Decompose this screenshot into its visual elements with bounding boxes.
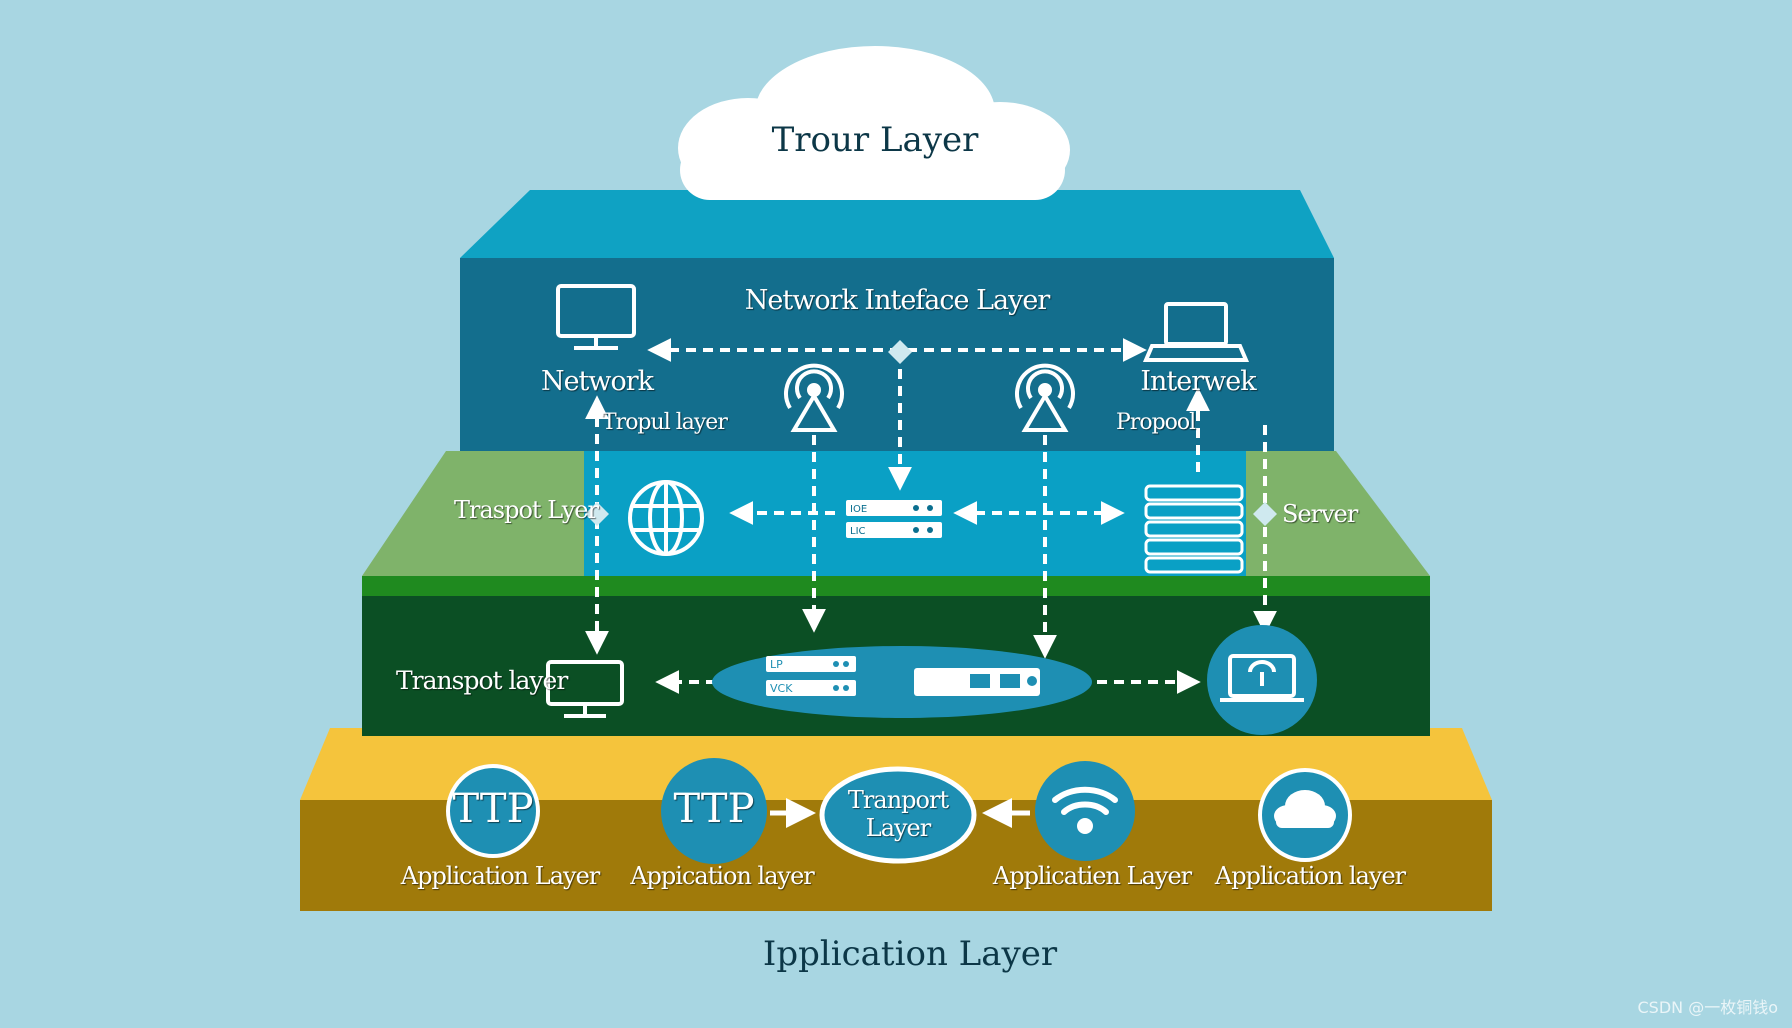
- tropul-label: Tropul layer: [602, 410, 728, 435]
- monitor-icon: [556, 284, 636, 350]
- bottom-caption: Ipplication Layer: [762, 934, 1058, 974]
- cloud-icon: [1274, 790, 1336, 828]
- antenna-icon: [1015, 363, 1075, 432]
- antenna-icon: [784, 363, 844, 432]
- top-layer-roof: [460, 190, 1334, 258]
- transport-node-text: Tranport Layer: [847, 786, 949, 842]
- app-layer-roof: [300, 728, 1492, 800]
- router-tag: LP: [770, 658, 783, 671]
- server-icon: [1144, 484, 1244, 574]
- green-layer-lip: [362, 576, 1430, 596]
- interwek-label: Interwek: [1140, 366, 1256, 397]
- router-tag: VCK: [770, 682, 793, 695]
- laptop-icon: [1220, 654, 1304, 702]
- top-layer-title: Network Inteface Layer: [744, 285, 1050, 316]
- router-icon: [766, 656, 1040, 696]
- switch-tag: IOE: [850, 504, 867, 515]
- app-node-text: TTP: [452, 786, 534, 832]
- server-label: Server: [1282, 500, 1358, 528]
- cloud-title: Trour Layer: [771, 120, 979, 160]
- app-node-text: TTP: [673, 786, 755, 832]
- app-node-circle: [1035, 761, 1135, 861]
- app-node-label: Appication layer: [630, 862, 815, 890]
- app-node-label: Application Layer: [400, 862, 600, 890]
- junction-diamond-left: [585, 502, 609, 526]
- laptop-icon: [1142, 302, 1250, 362]
- switch-icon: [846, 500, 942, 538]
- traspot-label: Traspot Lyer: [454, 496, 599, 524]
- transpot-layer-label: Transpot layer: [396, 666, 568, 695]
- app-node-label: Applicatien Layer: [992, 862, 1192, 890]
- app-node-label: Application layer: [1214, 862, 1406, 890]
- switch-tag: LIC: [850, 526, 866, 537]
- transport-node-ellipse: [819, 766, 977, 864]
- cloud-shape: [678, 46, 1070, 200]
- junction-diamond: [888, 340, 912, 364]
- monitor-icon: [546, 660, 624, 718]
- network-label: Network: [540, 366, 654, 397]
- app-node-circle: [446, 764, 540, 858]
- propool-label: Propool: [1116, 410, 1196, 435]
- app-node-circle: [661, 758, 767, 864]
- wifi-icon: [1052, 786, 1118, 834]
- watermark: CSDN @一枚铜钱o: [1637, 998, 1779, 1017]
- junction-diamond-right: [1253, 502, 1277, 526]
- globe-icon: [628, 480, 704, 556]
